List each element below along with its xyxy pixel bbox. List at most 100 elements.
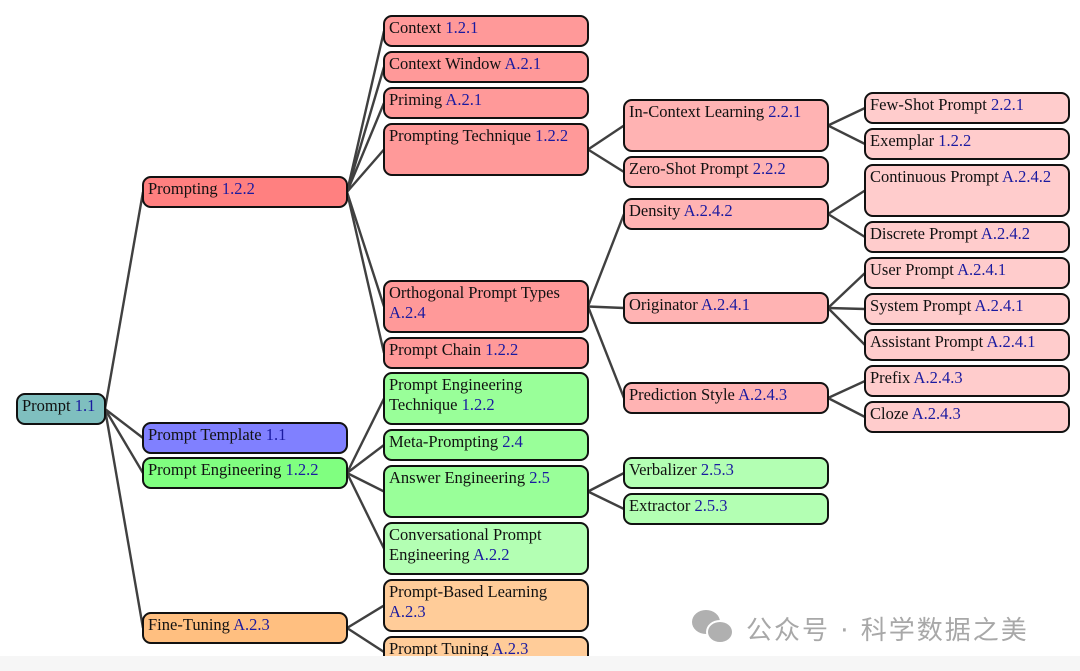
section-ref: 1.2.2	[461, 395, 495, 414]
node-assistant-prompt: Assistant Prompt A.2.4.1	[864, 329, 1070, 361]
edge-originator-to-user-prompt	[827, 272, 866, 309]
section-ref: 1.2.2	[535, 126, 569, 145]
node-discrete-prompt: Discrete Prompt A.2.4.2	[864, 221, 1070, 253]
edge-fine-tuning-to-prompt-based-learning	[346, 604, 385, 630]
node-label: Density	[629, 201, 681, 220]
node-prompt-chain: Prompt Chain 1.2.2	[383, 337, 589, 369]
node-extractor: Extractor 2.5.3	[623, 493, 829, 525]
node-zero-shot-prompt: Zero-Shot Prompt 2.2.2	[623, 156, 829, 188]
section-ref: A.2.4.2	[683, 201, 733, 220]
node-fine-tuning: Fine-Tuning A.2.3	[142, 612, 348, 644]
section-ref: A.2.4.1	[986, 332, 1036, 351]
node-system-prompt: System Prompt A.2.4.1	[864, 293, 1070, 325]
edge-density-to-discrete-prompt	[827, 212, 866, 239]
edge-prompting-to-priming	[345, 102, 386, 193]
edge-originator-to-system-prompt	[827, 306, 866, 311]
node-priming: Priming A.2.1	[383, 87, 589, 119]
node-exemplar: Exemplar 1.2.2	[864, 128, 1070, 160]
node-label: Priming	[389, 90, 443, 109]
node-label: Continuous Prompt	[870, 167, 999, 186]
node-user-prompt: User Prompt A.2.4.1	[864, 257, 1070, 289]
section-ref: A.2.4.1	[700, 295, 750, 314]
edge-in-context-learning-to-few-shot-prompt	[827, 106, 866, 127]
node-label: System Prompt	[870, 296, 972, 315]
node-label: Prompting Technique	[389, 126, 531, 145]
edge-prediction-style-to-prefix	[827, 379, 866, 400]
section-ref: 1.2.1	[445, 18, 479, 37]
edge-prompt-engineering-to-answer-engineering	[346, 471, 385, 493]
edge-answer-engineering-to-verbalizer	[587, 471, 625, 493]
node-density: Density A.2.4.2	[623, 198, 829, 230]
section-ref: A.2.2	[472, 545, 510, 564]
edge-answer-engineering-to-extractor	[587, 490, 625, 511]
edge-prompt-to-prompt-template	[104, 408, 144, 439]
section-ref: A.2.1	[504, 54, 542, 73]
node-label: Orthogonal Prompt Types	[389, 283, 560, 302]
node-conversational-prompt-engineering: Conversational Prompt Engineering A.2.2	[383, 522, 589, 575]
node-label: Prompt	[22, 396, 71, 415]
section-ref: A.2.4.1	[974, 296, 1024, 315]
section-ref: 2.2.2	[752, 159, 786, 178]
node-meta-prompting: Meta-Prompting 2.4	[383, 429, 589, 461]
node-label: Cloze	[870, 404, 909, 423]
watermark: 公众号 · 科学数据之美	[692, 608, 1029, 648]
wechat-icon	[692, 610, 738, 646]
section-ref: 2.5.3	[694, 496, 728, 515]
section-ref: A.2.3	[233, 615, 270, 634]
node-label: Assistant Prompt	[870, 332, 984, 351]
node-label: Verbalizer	[629, 460, 697, 479]
edge-originator-to-assistant-prompt	[827, 307, 866, 346]
edge-prompting-technique-to-zero-shot-prompt	[587, 148, 625, 174]
node-prompt: Prompt 1.1	[16, 393, 106, 425]
edge-prompting-to-context-window	[345, 66, 386, 193]
edge-prompt-to-prompting	[103, 191, 145, 410]
node-label: Prompt Engineering	[148, 460, 282, 479]
section-ref: A.2.4.2	[1002, 167, 1052, 186]
node-prompt-template: Prompt Template 1.1	[142, 422, 348, 454]
edge-orthogonal-prompt-types-to-density	[586, 213, 626, 307]
edge-prompting-to-prompt-chain	[345, 191, 386, 354]
edge-prompt-engineering-to-meta-prompting	[346, 444, 385, 474]
node-label: Prediction Style	[629, 385, 735, 404]
edge-prompt-engineering-to-prompt-engineering-technique	[345, 397, 386, 474]
node-label: Prompting	[148, 179, 218, 198]
section-ref: 1.2.2	[285, 460, 319, 479]
node-originator: Originator A.2.4.1	[623, 292, 829, 324]
node-prompt-based-learning: Prompt-Based Learning A.2.3	[383, 579, 589, 632]
node-label: Prefix	[870, 368, 911, 387]
bottom-strip	[0, 656, 1080, 671]
edge-prompt-to-fine-tuning	[103, 408, 145, 629]
node-label: Exemplar	[870, 131, 935, 150]
node-label: Originator	[629, 295, 698, 314]
section-ref: 1.1	[74, 396, 96, 415]
node-few-shot-prompt: Few-Shot Prompt 2.2.1	[864, 92, 1070, 124]
section-ref: 2.5.3	[700, 460, 734, 479]
section-ref: 2.4	[502, 432, 523, 451]
node-orthogonal-prompt-types: Orthogonal Prompt Types A.2.4	[383, 280, 589, 333]
node-label: Discrete Prompt	[870, 224, 978, 243]
node-prefix: Prefix A.2.4.3	[864, 365, 1070, 397]
node-label: Context	[389, 18, 442, 37]
edge-in-context-learning-to-exemplar	[827, 124, 866, 146]
section-ref: A.2.3	[491, 639, 529, 658]
edge-density-to-continuous-prompt	[827, 189, 866, 216]
edge-prompt-to-prompt-engineering	[103, 408, 145, 474]
section-ref: 1.2.2	[938, 131, 972, 150]
node-prompt-engineering-technique: Prompt Engineering Technique 1.2.2	[383, 372, 589, 425]
edge-prompting-technique-to-in-context-learning	[587, 124, 625, 151]
node-prompt-engineering: Prompt Engineering 1.2.2	[142, 457, 348, 489]
section-ref: 2.2.1	[991, 95, 1025, 114]
node-context-window: Context Window A.2.1	[383, 51, 589, 83]
node-label: User Prompt	[870, 260, 954, 279]
section-ref: A.2.4.3	[738, 385, 788, 404]
edge-prompting-to-prompting-technique	[346, 148, 385, 193]
section-ref: A.2.4.1	[957, 260, 1007, 279]
node-label: Context Window	[389, 54, 502, 73]
node-label: Prompt Engineering Technique	[389, 375, 523, 414]
node-label: Conversational Prompt Engineering	[389, 525, 542, 564]
node-label: In-Context Learning	[629, 102, 765, 121]
section-ref: 2.2.1	[768, 102, 802, 121]
section-ref: 1.2.2	[221, 179, 255, 198]
node-label: Zero-Shot Prompt	[629, 159, 749, 178]
edge-prompting-to-orthogonal-prompt-types	[345, 191, 386, 307]
